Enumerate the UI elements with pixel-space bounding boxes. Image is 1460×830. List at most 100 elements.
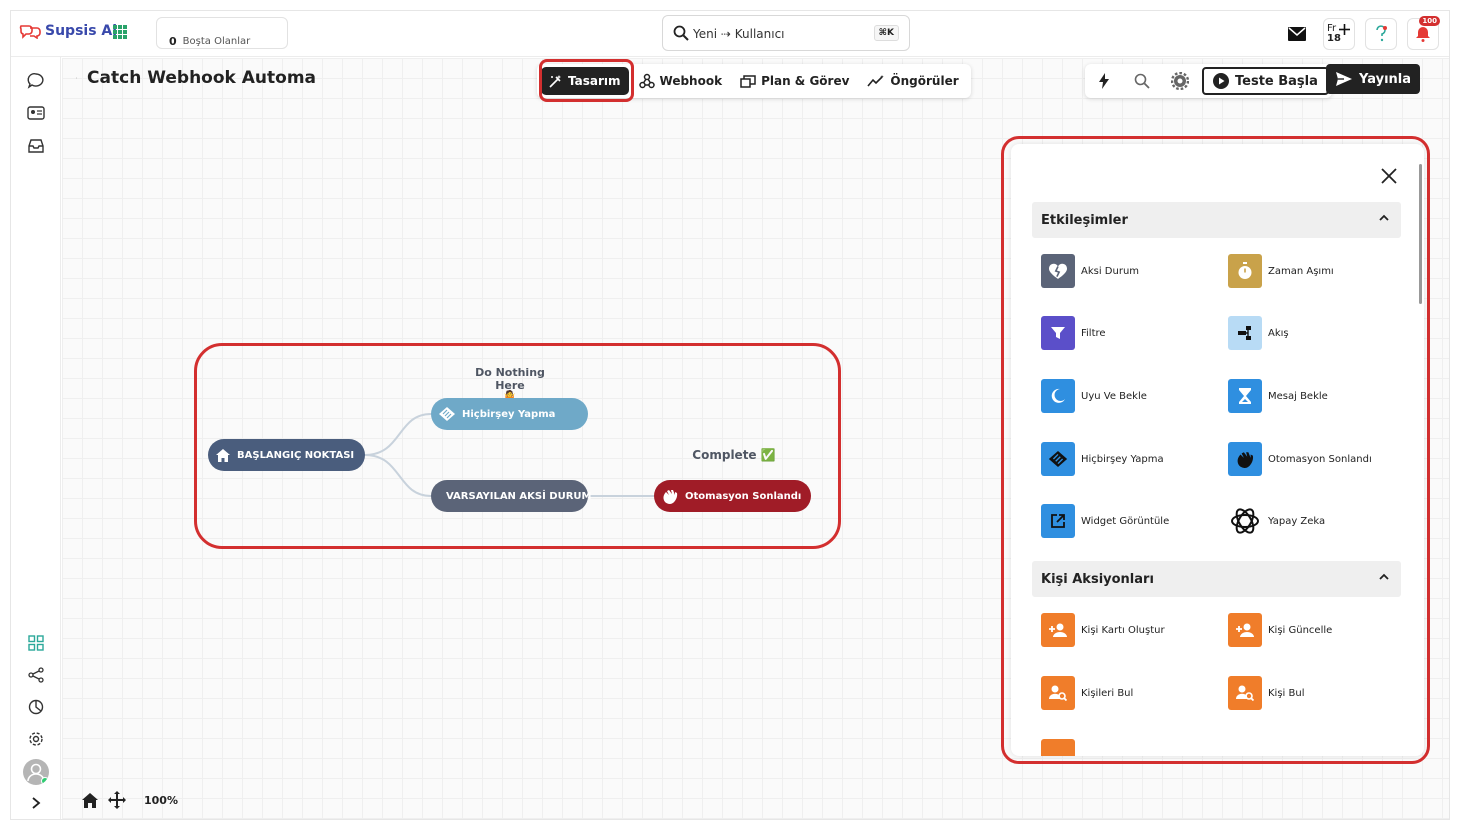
actions-panel: Etkileşimler Aksi Durum Zaman Aşımı: [1011, 144, 1424, 756]
action-kisi-guncelle-label: Kişi Güncelle: [1268, 624, 1333, 636]
section-interactions[interactable]: Etkileşimler: [1032, 202, 1401, 238]
zoom-level: 100%: [144, 793, 178, 807]
back-arrow-icon[interactable]: [76, 70, 77, 86]
sidebar-settings-button[interactable]: [26, 729, 46, 749]
action-uyu-ve-bekle-label: Uyu Ve Bekle: [1081, 390, 1147, 402]
node-default[interactable]: VARSAYILAN AKSİ DURUM: [431, 480, 592, 512]
openai-icon: [1228, 504, 1262, 538]
tab-design-label: Tasarım: [568, 74, 621, 88]
sidebar-dashboard-button[interactable]: [26, 633, 46, 653]
add-person-icon: [1041, 613, 1075, 647]
panel-highlight: [1001, 136, 1430, 764]
action-hicbirsey-yapma-label: Hiçbirşey Yapma: [1081, 453, 1164, 465]
mode-tabs: Tasarım Webhook Plan & Görev Öngörüler: [537, 64, 971, 98]
logo-icon: [19, 25, 41, 39]
section-person-actions[interactable]: Kişi Aksiyonları: [1032, 561, 1401, 597]
node-end[interactable]: Otomasyon Sonlandı: [654, 480, 811, 512]
design-icon: [549, 75, 561, 88]
mail-button[interactable]: [1281, 18, 1313, 50]
external-link-icon: [1041, 504, 1075, 538]
action-filtre[interactable]: Filtre: [1041, 316, 1106, 350]
action-hicbirsey-yapma[interactable]: Hiçbirşey Yapma: [1041, 442, 1164, 476]
canvas-settings-button[interactable]: [1164, 67, 1196, 95]
sidebar-reports-button[interactable]: [26, 697, 46, 717]
app-logo[interactable]: Supsis Ai: [19, 23, 117, 39]
tab-insights[interactable]: Öngörüler: [859, 67, 966, 95]
close-icon[interactable]: [1379, 166, 1399, 186]
canvas-tools: Teste Başla: [1085, 64, 1332, 98]
do-nothing-label-text: Do Nothing Here: [475, 366, 545, 392]
action-mesaj-bekle[interactable]: Mesaj Bekle: [1228, 379, 1328, 413]
action-kisi-guncelle[interactable]: Kişi Güncelle: [1228, 613, 1332, 647]
tab-webhook-label: Webhook: [659, 74, 723, 88]
chevron-up-icon: [1379, 214, 1389, 221]
insights-icon: [867, 75, 885, 87]
flow-highlight: [194, 343, 841, 549]
language-number: 18: [1327, 33, 1341, 44]
action-yapay-zeka[interactable]: Yapay Zeka: [1228, 504, 1325, 538]
broken-heart-icon: [1041, 254, 1075, 288]
home-icon: [216, 448, 230, 462]
bell-icon: [1416, 27, 1430, 42]
send-icon: [1336, 72, 1352, 86]
grid-icon: [28, 635, 44, 651]
action-widget-goruntule[interactable]: Widget Görüntüle: [1041, 504, 1169, 538]
quick-action-button[interactable]: [1088, 67, 1120, 95]
tab-webhook[interactable]: Webhook: [631, 67, 731, 95]
wave-hand-icon: [663, 490, 678, 504]
action-aksi-durum[interactable]: Aksi Durum: [1041, 254, 1139, 288]
notifications-button[interactable]: 100: [1407, 16, 1440, 50]
sidebar-expand-button[interactable]: [26, 793, 46, 813]
move-icon[interactable]: [108, 791, 126, 809]
action-kisi-bul[interactable]: Kişi Bul: [1228, 676, 1304, 710]
apps-grid-icon[interactable]: [113, 25, 127, 39]
app-name: Supsis Ai: [45, 23, 118, 39]
search-shortcut: ⌘K: [873, 25, 899, 41]
diamond-stripe-icon: [1041, 442, 1075, 476]
search-input[interactable]: [693, 24, 863, 44]
panel-scrollbar[interactable]: [1419, 164, 1422, 304]
node-start[interactable]: BAŞLANGIÇ NOKTASI: [208, 439, 365, 471]
tab-plan-label: Plan & Görev: [761, 74, 850, 88]
help-button[interactable]: [1365, 18, 1397, 50]
action-otomasyon-sonlandi-label: Otomasyon Sonlandı: [1268, 453, 1372, 465]
node-default-label: VARSAYILAN AKSİ DURUM: [446, 490, 592, 502]
person-icon: [1041, 739, 1075, 756]
tab-insights-label: Öngörüler: [890, 74, 959, 88]
tab-design[interactable]: Tasarım: [541, 67, 629, 95]
node-do-nothing[interactable]: Hiçbirşey Yapma: [431, 398, 588, 430]
user-avatar[interactable]: [23, 759, 49, 785]
idle-users-box[interactable]: 0 Boşta Olanlar: [156, 17, 288, 49]
action-mesaj-bekle-label: Mesaj Bekle: [1268, 390, 1328, 402]
action-zaman-asimi-label: Zaman Aşımı: [1268, 265, 1334, 277]
sidebar-share-button[interactable]: [26, 665, 46, 685]
inbox-icon: [28, 139, 44, 153]
action-akis[interactable]: Akış: [1228, 316, 1289, 350]
action-otomasyon-sonlandi[interactable]: Otomasyon Sonlandı: [1228, 442, 1372, 476]
action-uyu-ve-bekle[interactable]: Uyu Ve Bekle: [1041, 379, 1147, 413]
language-label: Fr: [1327, 23, 1337, 34]
idle-count: 0: [169, 35, 177, 48]
pie-chart-icon: [28, 699, 44, 715]
sidebar-chat-button[interactable]: [26, 71, 46, 91]
action-kisileri-bul[interactable]: Kişileri Bul: [1041, 676, 1133, 710]
canvas-search-button[interactable]: [1126, 67, 1158, 95]
top-bar: Supsis Ai 0 Boşta Olanlar ⌘K Fr 18: [11, 11, 1449, 57]
page-title-bar: Catch Webhook Automa: [76, 68, 316, 88]
home-icon[interactable]: [82, 792, 98, 808]
notifications-badge: 100: [1419, 16, 1440, 26]
start-test-button[interactable]: Teste Başla: [1202, 67, 1329, 95]
action-zaman-asimi[interactable]: Zaman Aşımı: [1228, 254, 1334, 288]
automation-canvas[interactable]: Catch Webhook Automa Tasarım Webhook Pla…: [62, 58, 1449, 819]
chevron-right-icon: [32, 797, 41, 809]
publish-button[interactable]: Yayınla: [1326, 64, 1421, 94]
find-person-icon: [1228, 676, 1262, 710]
sidebar-contacts-button[interactable]: [26, 103, 46, 123]
action-partial-next[interactable]: [1041, 739, 1075, 756]
action-akis-label: Akış: [1268, 327, 1289, 339]
search-box[interactable]: ⌘K: [662, 15, 910, 51]
sidebar-inbox-button[interactable]: [26, 136, 46, 156]
tab-plan[interactable]: Plan & Görev: [732, 67, 857, 95]
language-button[interactable]: Fr 18: [1323, 18, 1355, 50]
action-kisi-karti-olustur[interactable]: Kişi Kartı Oluştur: [1041, 613, 1165, 647]
